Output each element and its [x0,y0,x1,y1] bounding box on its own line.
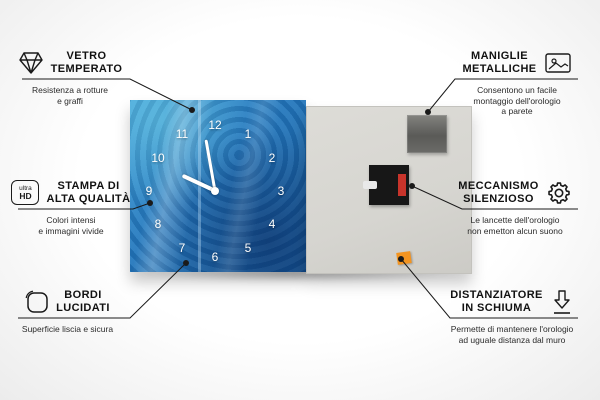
clock-number: 8 [154,217,162,231]
arrow-down-icon [550,289,574,315]
clock-hub [211,187,219,195]
clock-back-view [306,106,472,274]
callout-title: MANIGLIE METALLICHE [462,49,537,75]
glass-sheen [130,100,306,272]
metal-hanger-plate [407,115,447,153]
callout-description: Consentono un facile montaggio dell'orol… [473,85,561,116]
ultra-hd-label-top: ultra [19,184,32,192]
clock-number: 6 [211,250,219,264]
callout-title: DISTANZIATORE IN SCHIUMA [450,288,543,314]
callout-description: Permette di mantenere l'orologio ad ugua… [450,324,574,345]
clock-number: 3 [277,184,285,198]
callout-maniglie-metalliche: MANIGLIE METALLICHE Consentono un facile… [452,46,582,117]
callout-stampa-alta-qualita: ultra HD STAMPA DI ALTA QUALITÀ Colori i… [6,176,136,236]
ultra-hd-label-bottom: HD [19,190,32,201]
callout-title: VETRO TEMPERATO [50,49,123,75]
diamond-icon [18,51,44,75]
callout-title: BORDI LUCIDATI [56,288,110,314]
mechanism-spindle [363,181,377,189]
callout-bordi-lucidati: BORDI LUCIDATI Superficie liscia e sicur… [0,285,135,335]
callout-title: STAMPA DI ALTA QUALITÀ [46,179,131,205]
clock-number: 2 [268,151,276,165]
callout-meccanismo-silenzioso: MECCANISMO SILENZIOSO Le lancette dell'o… [448,176,582,236]
rounded-square-icon [25,290,49,314]
picture-frame-icon [544,51,572,75]
gear-icon [546,180,572,206]
clock-number: 12 [208,118,222,132]
foam-spacer [396,251,412,265]
clock-front-view: 12 1 2 3 4 5 6 7 8 9 10 11 [130,100,306,272]
clock-number: 1 [244,127,252,141]
clock-number: 7 [178,241,186,255]
callout-vetro-temperato: VETRO TEMPERATO Resistenza a rotture e g… [8,46,132,106]
callout-description: Colori intensi e immagini vivide [38,215,104,236]
callout-title: MECCANISMO SILENZIOSO [458,179,539,205]
callout-distanziatore-schiuma: DISTANZIATORE IN SCHIUMA Permette di man… [428,285,596,345]
ultra-hd-icon: ultra HD [11,180,40,205]
clock-number: 5 [244,241,252,255]
clock-number: 9 [145,184,153,198]
clock-mechanism [363,165,409,205]
battery [398,174,406,196]
clock-number: 4 [268,217,276,231]
clock-number: 10 [151,151,165,165]
callout-description: Le lancette dell'orologio non emetton al… [467,215,563,236]
callout-description: Superficie liscia e sicura [21,324,114,334]
callout-description: Resistenza a rotture e graffi [31,85,109,106]
clock-number: 11 [175,127,189,141]
